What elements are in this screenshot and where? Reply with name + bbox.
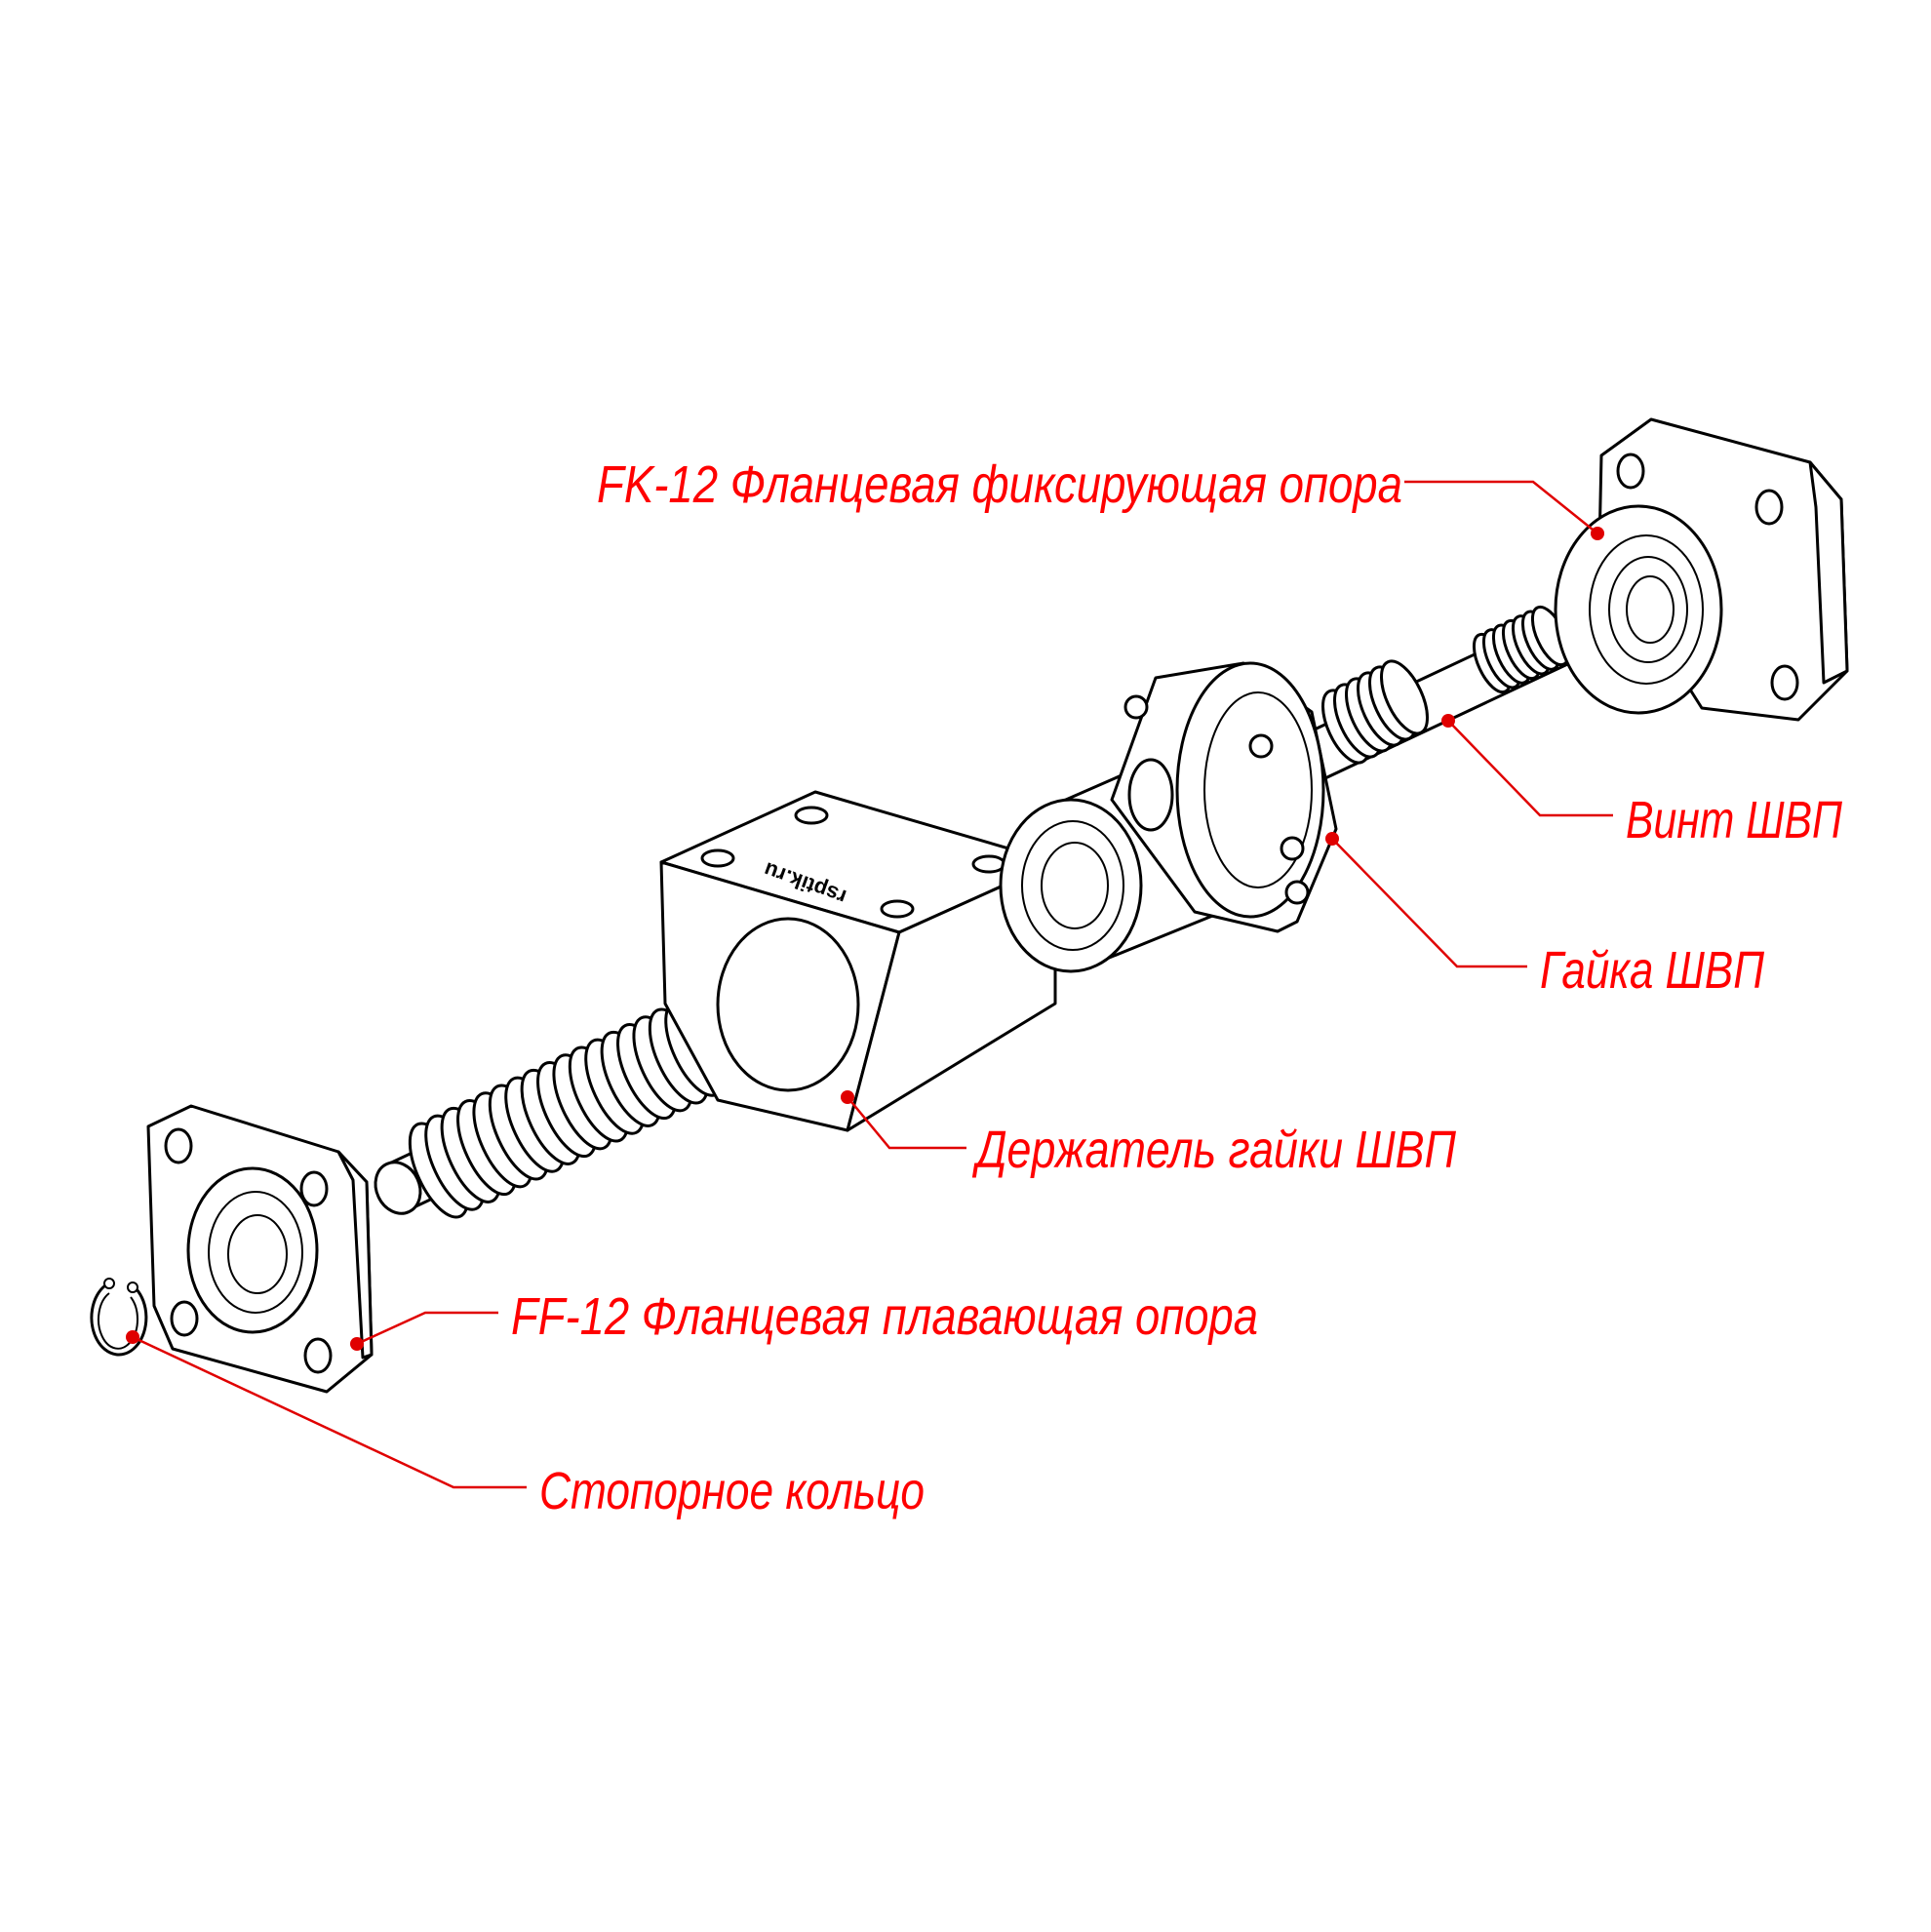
label-fk12: FK-12 Фланцевая фиксирующая опора — [597, 455, 1402, 514]
annotation-labels: FK-12 Фланцевая фиксирующая опора Винт Ш… — [511, 455, 1843, 1520]
label-ring: Стопорное кольцо — [539, 1462, 925, 1520]
marker-ff12 — [350, 1337, 364, 1351]
leader-ring — [132, 1335, 527, 1489]
leader-fk12 — [1404, 480, 1598, 534]
marker-fk12 — [1591, 527, 1604, 540]
annotation-leaders — [126, 480, 1613, 1489]
marker-screw — [1441, 714, 1455, 728]
label-holder: Держатель гайки ШВП — [972, 1121, 1457, 1179]
retaining-ring — [90, 1278, 148, 1357]
leader-screw — [1447, 720, 1613, 817]
leader-ff12 — [356, 1311, 498, 1346]
marker-ring — [126, 1330, 139, 1344]
thread-ring — [1380, 659, 1429, 735]
ff12-floating-support — [146, 1104, 374, 1394]
leader-holder — [847, 1096, 966, 1150]
leader-nut — [1331, 838, 1527, 968]
fk12-fixed-support — [1554, 417, 1849, 722]
marker-nut — [1325, 832, 1339, 846]
nut-holder-block: rsptik.ru — [659, 790, 1057, 1132]
label-screw: Винт ШВП — [1626, 791, 1843, 849]
marker-holder — [841, 1090, 854, 1104]
label-nut: Гайка ШВП — [1540, 941, 1765, 1000]
ball-nut — [999, 661, 1338, 973]
label-ff12: FF-12 Фланцевая плавающая опора — [511, 1287, 1258, 1346]
